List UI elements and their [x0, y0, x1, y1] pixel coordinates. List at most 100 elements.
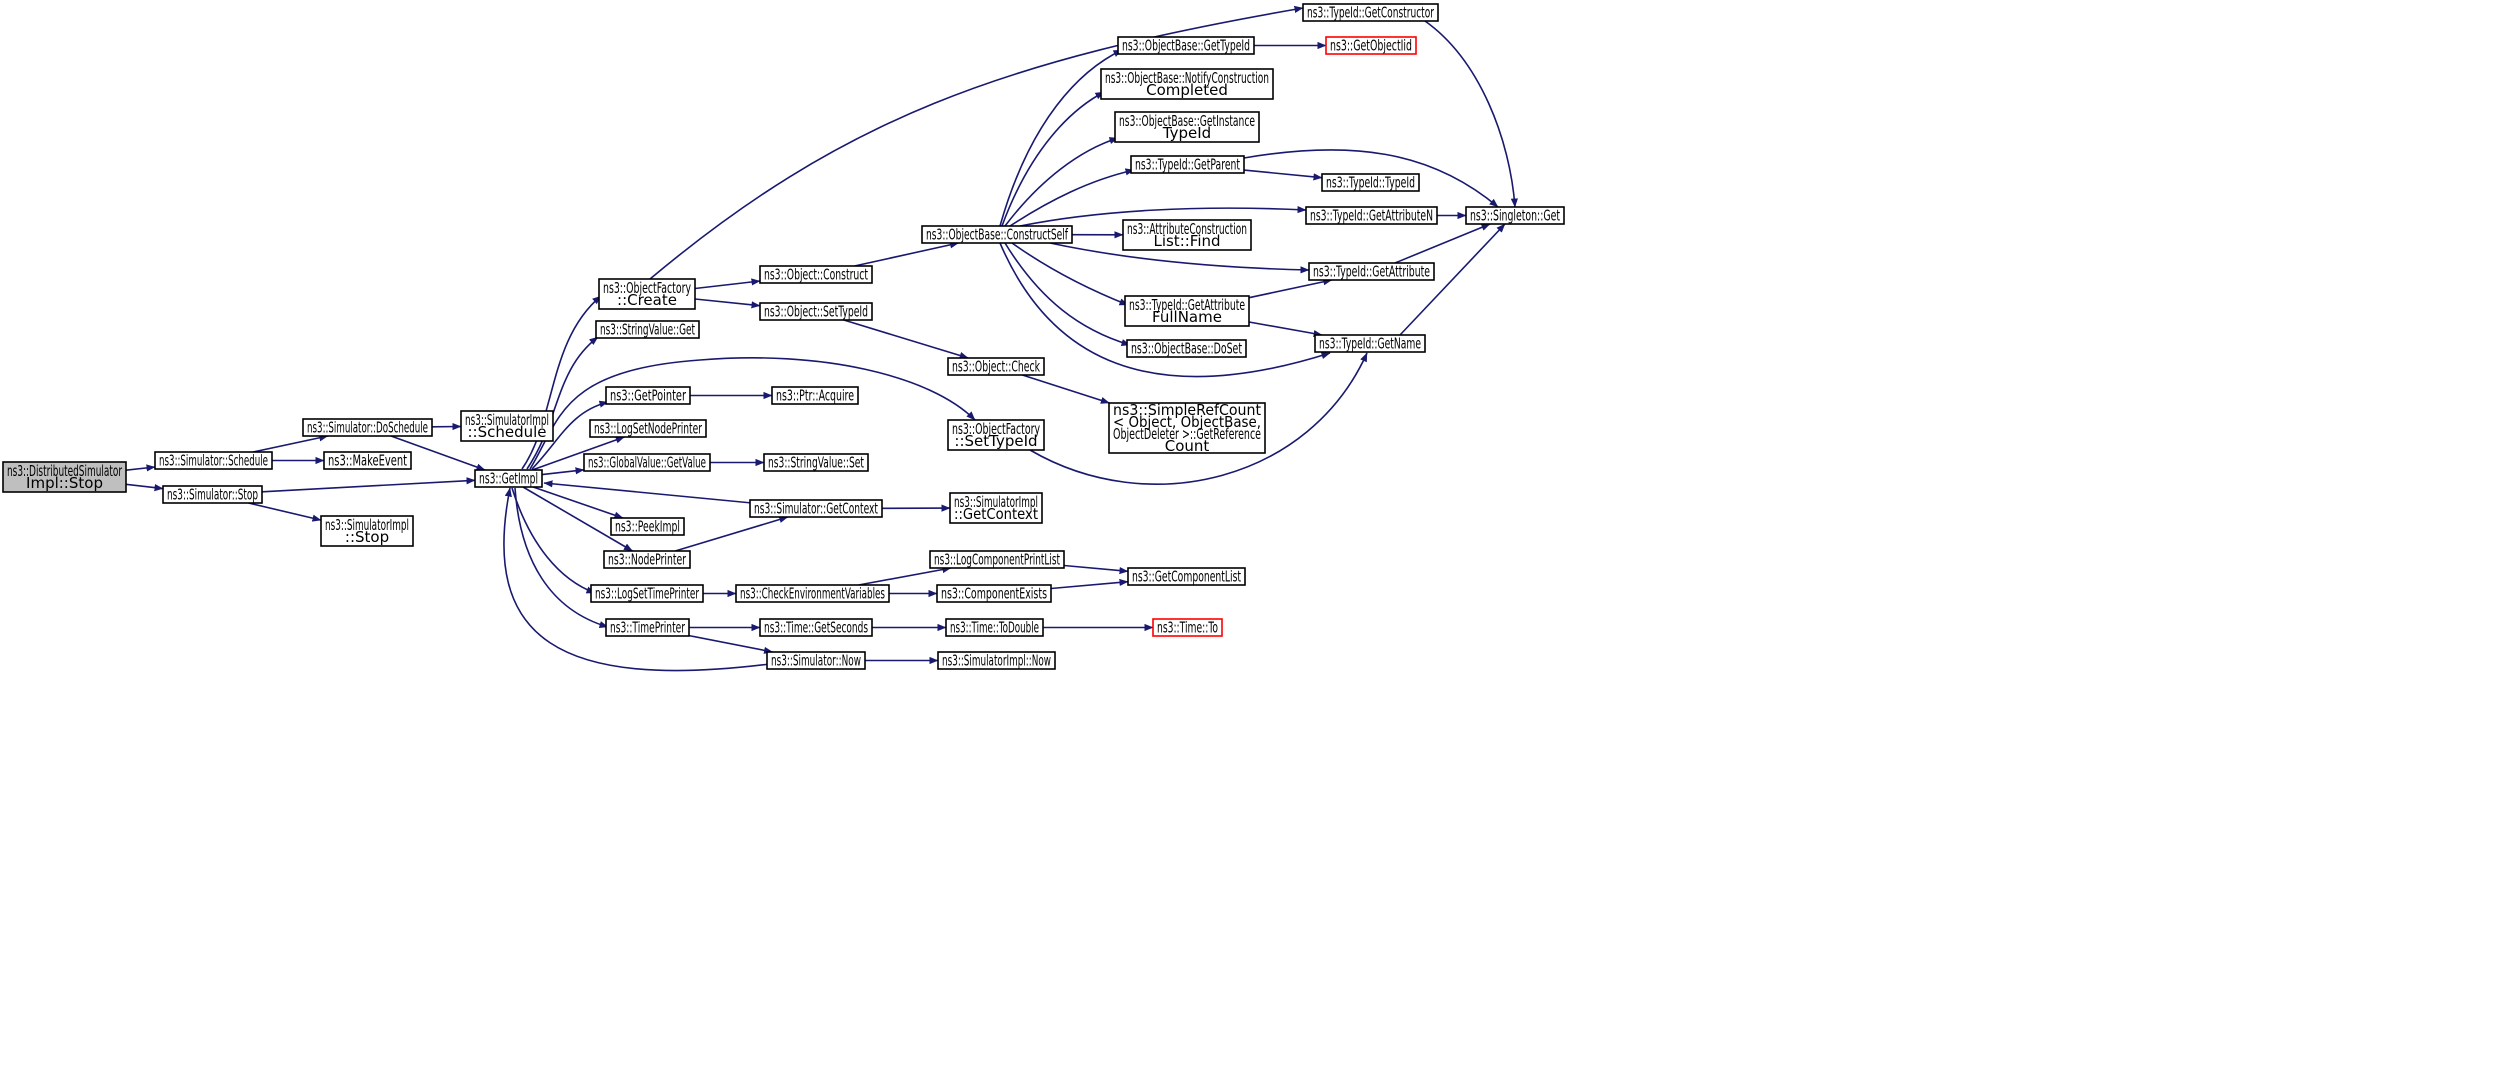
node-label-line: ns3::Simulator::DoSchedule	[307, 419, 428, 437]
node-simimpl-now[interactable]: ns3::SimulatorImpl::Now	[937, 651, 1056, 670]
node-label-line: ns3::ObjectFactory	[952, 420, 1040, 438]
node-of-settypeid[interactable]: ns3::ObjectFactory::SetTypeId	[947, 419, 1045, 451]
call-edge-typeid_getconstructor-to-singleton_get	[1424, 20, 1518, 208]
node-stringvalue-get[interactable]: ns3::StringValue::Get	[595, 320, 700, 339]
node-sim-schedule[interactable]: ns3::Simulator::Schedule	[154, 451, 273, 470]
node-label-line: ns3::AttributeConstruction	[1127, 220, 1247, 238]
call-edge-getimpl-to-nodeprinter	[522, 486, 633, 552]
node-box	[947, 357, 1045, 376]
node-label-line: ns3::MakeEvent	[328, 452, 407, 470]
node-time-getseconds[interactable]: ns3::Time::GetSeconds	[759, 618, 873, 637]
node-box	[1321, 173, 1420, 192]
node-simplerefcount[interactable]: ns3::SimpleRefCount< Object, ObjectBase,…	[1108, 401, 1266, 455]
node-simimpl-getcontext[interactable]: ns3::SimulatorImpl::GetContext	[949, 492, 1043, 524]
node-box	[749, 499, 883, 518]
node-label-line: ns3::SimulatorImpl	[465, 411, 549, 429]
call-edge-sim_schedule-to-sim_doschedule	[253, 434, 329, 453]
node-singleton-get[interactable]: ns3::Singleton::Get	[1465, 206, 1565, 225]
node-label-line: TypeId	[1162, 124, 1211, 142]
node-getimpl[interactable]: ns3::GetImpl	[474, 469, 543, 488]
node-box	[949, 492, 1043, 524]
node-typeid-getconstructor[interactable]: ns3::TypeId::GetConstructor	[1302, 3, 1439, 22]
node-box	[1126, 339, 1247, 358]
call-edge-getimpl-to-of_create	[521, 295, 602, 470]
node-ob-constructself[interactable]: ns3::ObjectBase::ConstructSelf	[921, 225, 1073, 244]
node-label-line: ns3::Object::Check	[952, 358, 1040, 376]
node-label-line: ns3::TypeId::TypeId	[1326, 174, 1415, 192]
node-box	[1117, 36, 1255, 55]
node-ob-doset[interactable]: ns3::ObjectBase::DoSet	[1126, 339, 1247, 358]
node-typeid-getparent[interactable]: ns3::TypeId::GetParent	[1130, 155, 1245, 174]
node-object-check[interactable]: ns3::Object::Check	[947, 357, 1045, 376]
node-of-create[interactable]: ns3::ObjectFactory::Create	[598, 278, 696, 310]
node-sim-doschedule[interactable]: ns3::Simulator::DoSchedule	[302, 418, 433, 437]
node-peekimpl[interactable]: ns3::PeekImpl	[610, 517, 685, 536]
node-timeprinter[interactable]: ns3::TimePrinter	[605, 618, 690, 637]
node-box	[598, 278, 696, 310]
node-box	[605, 618, 690, 637]
node-sim-now[interactable]: ns3::Simulator::Now	[766, 651, 866, 670]
node-box	[735, 584, 890, 603]
node-box	[154, 451, 273, 470]
node-label-line: ns3::SimulatorImpl	[954, 493, 1038, 511]
call-edge-getimpl-to-logsettimeprinter	[511, 487, 596, 594]
node-logsetnodeprinter[interactable]: ns3::LogSetNodePrinter	[589, 419, 707, 438]
node-label-line: ns3::LogComponentPrintList	[934, 551, 1060, 569]
node-object-construct[interactable]: ns3::Object::Construct	[759, 265, 873, 284]
call-edge-sim_stop-to-simimpl_stop	[248, 502, 322, 522]
node-ob-notifyconstruction[interactable]: ns3::ObjectBase::NotifyConstructionCompl…	[1100, 68, 1274, 100]
call-edge-ob_constructself-to-typeid_getparent	[1009, 168, 1135, 227]
call-edge-sim_now-to-getimpl	[503, 487, 771, 672]
node-getpointer[interactable]: ns3::GetPointer	[605, 386, 691, 405]
node-label-line: ns3::GetPointer	[610, 387, 687, 405]
node-box	[1152, 618, 1223, 637]
node-label-line: ns3::StringValue::Set	[768, 454, 864, 472]
node-time-todouble[interactable]: ns3::Time::ToDouble	[945, 618, 1044, 637]
node-ptr-acquire[interactable]: ns3::Ptr::Acquire	[771, 386, 859, 405]
node-getcomponentlist[interactable]: ns3::GetComponentList	[1127, 567, 1246, 586]
node-checkenv[interactable]: ns3::CheckEnvironmentVariables	[735, 584, 890, 603]
node-makeevent[interactable]: ns3::MakeEvent	[323, 451, 412, 470]
node-simimpl-schedule[interactable]: ns3::SimulatorImpl::Schedule	[460, 410, 554, 442]
node-sim-getcontext[interactable]: ns3::Simulator::GetContext	[749, 499, 883, 518]
node-componentexists[interactable]: ns3::ComponentExists	[936, 584, 1052, 603]
node-box	[1325, 36, 1417, 55]
node-logsettimeprinter[interactable]: ns3::LogSetTimePrinter	[590, 584, 704, 603]
node-label-line: ns3::ComponentExists	[941, 585, 1047, 603]
node-globalvalue-getvalue[interactable]: ns3::GlobalValue::GetValue	[583, 453, 711, 472]
call-edge-object_settypeid-to-object_check	[843, 319, 969, 359]
node-nodeprinter[interactable]: ns3::NodePrinter	[603, 550, 691, 569]
node-simimpl-stop[interactable]: ns3::SimulatorImpl::Stop	[320, 515, 414, 547]
node-label-line: ns3::Time::GetSeconds	[764, 619, 868, 637]
node-time-to[interactable]: ns3::Time::To	[1152, 618, 1223, 637]
node-logcomponentprintlist[interactable]: ns3::LogComponentPrintList	[929, 550, 1065, 569]
call-edge-sim_stop-to-getimpl	[261, 477, 476, 493]
node-typeid-getname[interactable]: ns3::TypeId::GetName	[1314, 334, 1426, 353]
call-edge-checkenv-to-logcomponentprintlist	[858, 566, 952, 586]
node-box	[759, 302, 873, 321]
call-edge-getimpl-to-getpointer	[531, 400, 609, 470]
node-label-line: ns3::TypeId::GetParent	[1135, 156, 1240, 174]
node-box	[162, 485, 263, 504]
node-label-line: ::Stop	[345, 528, 389, 546]
node-label-line: ns3::GetComponentList	[1132, 568, 1241, 586]
node-label-line: ns3::ObjectBase::DoSet	[1131, 340, 1242, 358]
node-typeid-getattribute[interactable]: ns3::TypeId::GetAttribute	[1308, 262, 1435, 281]
call-edge-ob_constructself-to-ob_notifyconstruction	[1001, 91, 1105, 227]
node-box	[929, 550, 1065, 569]
node-typeid-getattributen[interactable]: ns3::TypeId::GetAttributeN	[1305, 206, 1438, 225]
node-typeid-typeid[interactable]: ns3::TypeId::TypeId	[1321, 173, 1420, 192]
node-stringvalue-set[interactable]: ns3::StringValue::Set	[763, 453, 869, 472]
node-label-line: ns3::TimePrinter	[610, 619, 685, 637]
node-object-settypeid[interactable]: ns3::Object::SetTypeId	[759, 302, 873, 321]
node-label-line: ns3::CheckEnvironmentVariables	[740, 585, 885, 603]
node-label-line: ::Create	[617, 291, 677, 309]
node-getobjectiid[interactable]: ns3::GetObjectIid	[1325, 36, 1417, 55]
node-sim-stop[interactable]: ns3::Simulator::Stop	[162, 485, 263, 504]
node-ob-gettypeid[interactable]: ns3::ObjectBase::GetTypeId	[1117, 36, 1255, 55]
